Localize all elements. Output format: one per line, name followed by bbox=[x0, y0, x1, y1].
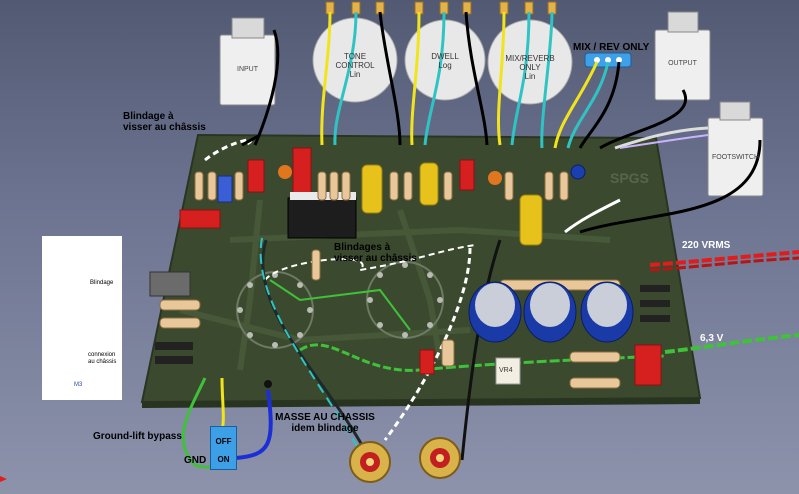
resistors bbox=[159, 171, 621, 389]
yellow-capacitors bbox=[361, 162, 543, 246]
label-blindages-chassis: Blindages à visser au châssis bbox=[334, 242, 417, 264]
pot-wires bbox=[320, 11, 621, 149]
switch-off-label: OFF bbox=[215, 437, 232, 446]
pot-lugs bbox=[325, 1, 557, 15]
label-mix-rev-only: MIX / REV ONLY bbox=[573, 42, 650, 53]
legend-connexion: connexion au châssis bbox=[88, 352, 117, 365]
red-capacitors bbox=[179, 147, 662, 386]
black-capacitor bbox=[287, 197, 357, 239]
label-gnd: GND bbox=[184, 455, 207, 466]
heater-wire bbox=[664, 333, 799, 354]
pcb-board-edge bbox=[142, 398, 700, 408]
trimmer-vr4 bbox=[495, 357, 521, 385]
hardware-legend: Blindage connexion au châssis M3 bbox=[42, 236, 122, 400]
label-masse-chassis: MASSE AU CHASSIS idem blindage bbox=[275, 412, 375, 434]
legend-m3: M3 bbox=[74, 382, 83, 388]
tube-socket-pins bbox=[237, 262, 443, 348]
legend-blindage: Blindage bbox=[90, 280, 114, 286]
filter-capacitors bbox=[468, 281, 634, 343]
ground-lift-switch[interactable]: OFF ON bbox=[210, 426, 237, 470]
diodes bbox=[155, 285, 670, 364]
label-ground-lift: Ground-lift bypass bbox=[93, 431, 182, 442]
mains-wire bbox=[649, 250, 799, 267]
blue-capacitor bbox=[217, 175, 233, 203]
output-jack-label: OUTPUT bbox=[668, 60, 697, 67]
label-6-3v: 6,3 V bbox=[700, 333, 724, 344]
label-220vrms: 220 VRMS bbox=[682, 240, 731, 251]
switch-on-label: ON bbox=[217, 455, 230, 464]
label-blindage-chassis: Blindage à visser au châssis bbox=[123, 111, 206, 133]
input-jack-label: INPUT bbox=[237, 66, 258, 73]
footswitch-jack-label: FOOTSWITCH bbox=[711, 154, 760, 161]
rca-jacks bbox=[349, 437, 461, 483]
board-logo: SPGS bbox=[610, 170, 649, 186]
trimmer-label: VR4 bbox=[499, 367, 513, 374]
